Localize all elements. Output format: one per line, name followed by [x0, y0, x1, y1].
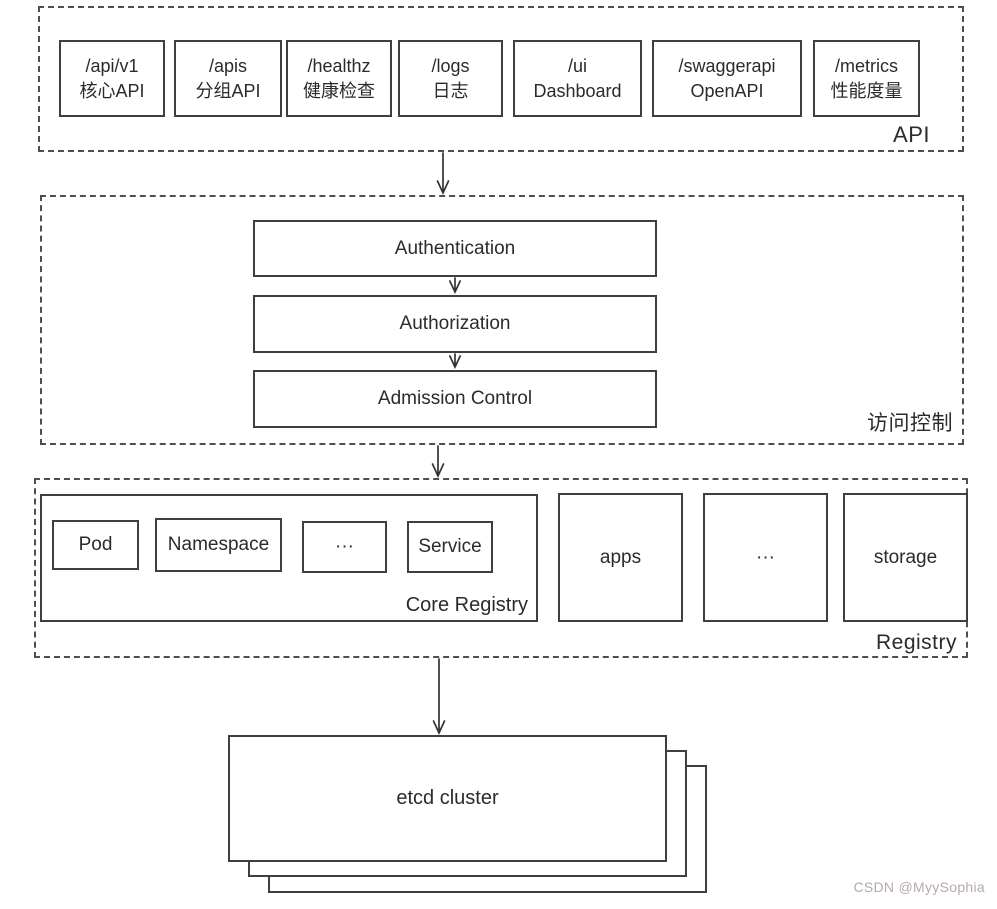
csdn-watermark: CSDN @MyySophia [853, 879, 985, 895]
pod-label: Pod [78, 534, 113, 555]
endpoint-path: /api/v1 [85, 56, 139, 77]
endpoint-path: /swaggerapi [678, 56, 776, 77]
api-section-label: API [893, 122, 930, 147]
apps-box: apps [558, 493, 683, 622]
endpoint-box-metrics: /metrics 性能度量 [813, 40, 920, 117]
admission-control-box: Admission Control [253, 370, 657, 428]
endpoint-path: /apis [208, 56, 248, 77]
authentication-box: Authentication [253, 220, 657, 277]
endpoint-desc: Dashboard [533, 80, 622, 101]
arrow-access-control-to-registry [431, 445, 445, 479]
access-control-section: Authentication Authorization Admission C… [40, 195, 964, 445]
core-registry-label: Core Registry [405, 594, 528, 616]
admission-control-label: Admission Control [377, 388, 533, 409]
endpoint-path: /logs [431, 56, 470, 77]
endpoint-desc: 性能度量 [830, 80, 903, 101]
endpoint-desc: 分组API [195, 80, 261, 101]
endpoint-box-ui: /ui Dashboard [513, 40, 642, 117]
endpoint-path: /metrics [835, 56, 898, 77]
endpoint-desc: 日志 [432, 80, 469, 101]
arrow-api-to-access-control [436, 152, 450, 196]
authorization-label: Authorization [399, 313, 511, 334]
access-control-section-label: 访问控制 [867, 412, 953, 435]
registry-ellipsis-box: ··· [703, 493, 828, 622]
storage-box: storage [843, 493, 968, 622]
authorization-box: Authorization [253, 295, 657, 353]
ellipsis-label: ··· [335, 536, 354, 557]
authentication-label: Authentication [394, 237, 516, 259]
service-box: Service [407, 521, 493, 573]
api-section: /api/v1 核心API /apis 分组API /healthz 健康检查 … [38, 6, 964, 152]
core-registry-ellipsis-box: ··· [302, 521, 387, 573]
endpoint-desc: OpenAPI [690, 80, 764, 101]
registry-section-label: Registry [875, 631, 957, 654]
endpoint-path: /healthz [307, 56, 371, 77]
core-registry-box: Pod Namespace ··· Service Core Registry [40, 494, 538, 622]
endpoint-box-swaggerapi: /swaggerapi OpenAPI [652, 40, 802, 117]
service-label: Service [418, 536, 482, 557]
endpoint-box-api-v1: /api/v1 核心API [59, 40, 165, 117]
etcd-cluster-box: etcd cluster [228, 735, 667, 862]
ellipsis-label: ··· [756, 546, 775, 568]
endpoint-box-apis: /apis 分组API [174, 40, 282, 117]
storage-label: storage [873, 546, 938, 568]
arrow-registry-to-etcd [432, 658, 446, 736]
namespace-box: Namespace [155, 518, 282, 572]
namespace-label: Namespace [167, 534, 270, 555]
endpoint-path: /ui [567, 56, 587, 77]
pod-box: Pod [52, 520, 139, 570]
registry-section: Pod Namespace ··· Service Core Registry … [34, 478, 968, 658]
endpoint-desc: 健康检查 [303, 80, 375, 101]
endpoint-box-healthz: /healthz 健康检查 [286, 40, 392, 117]
apps-label: apps [599, 546, 642, 568]
endpoint-box-logs: /logs 日志 [398, 40, 503, 117]
etcd-cluster-label: etcd cluster [396, 787, 499, 809]
endpoint-desc: 核心API [79, 80, 145, 101]
